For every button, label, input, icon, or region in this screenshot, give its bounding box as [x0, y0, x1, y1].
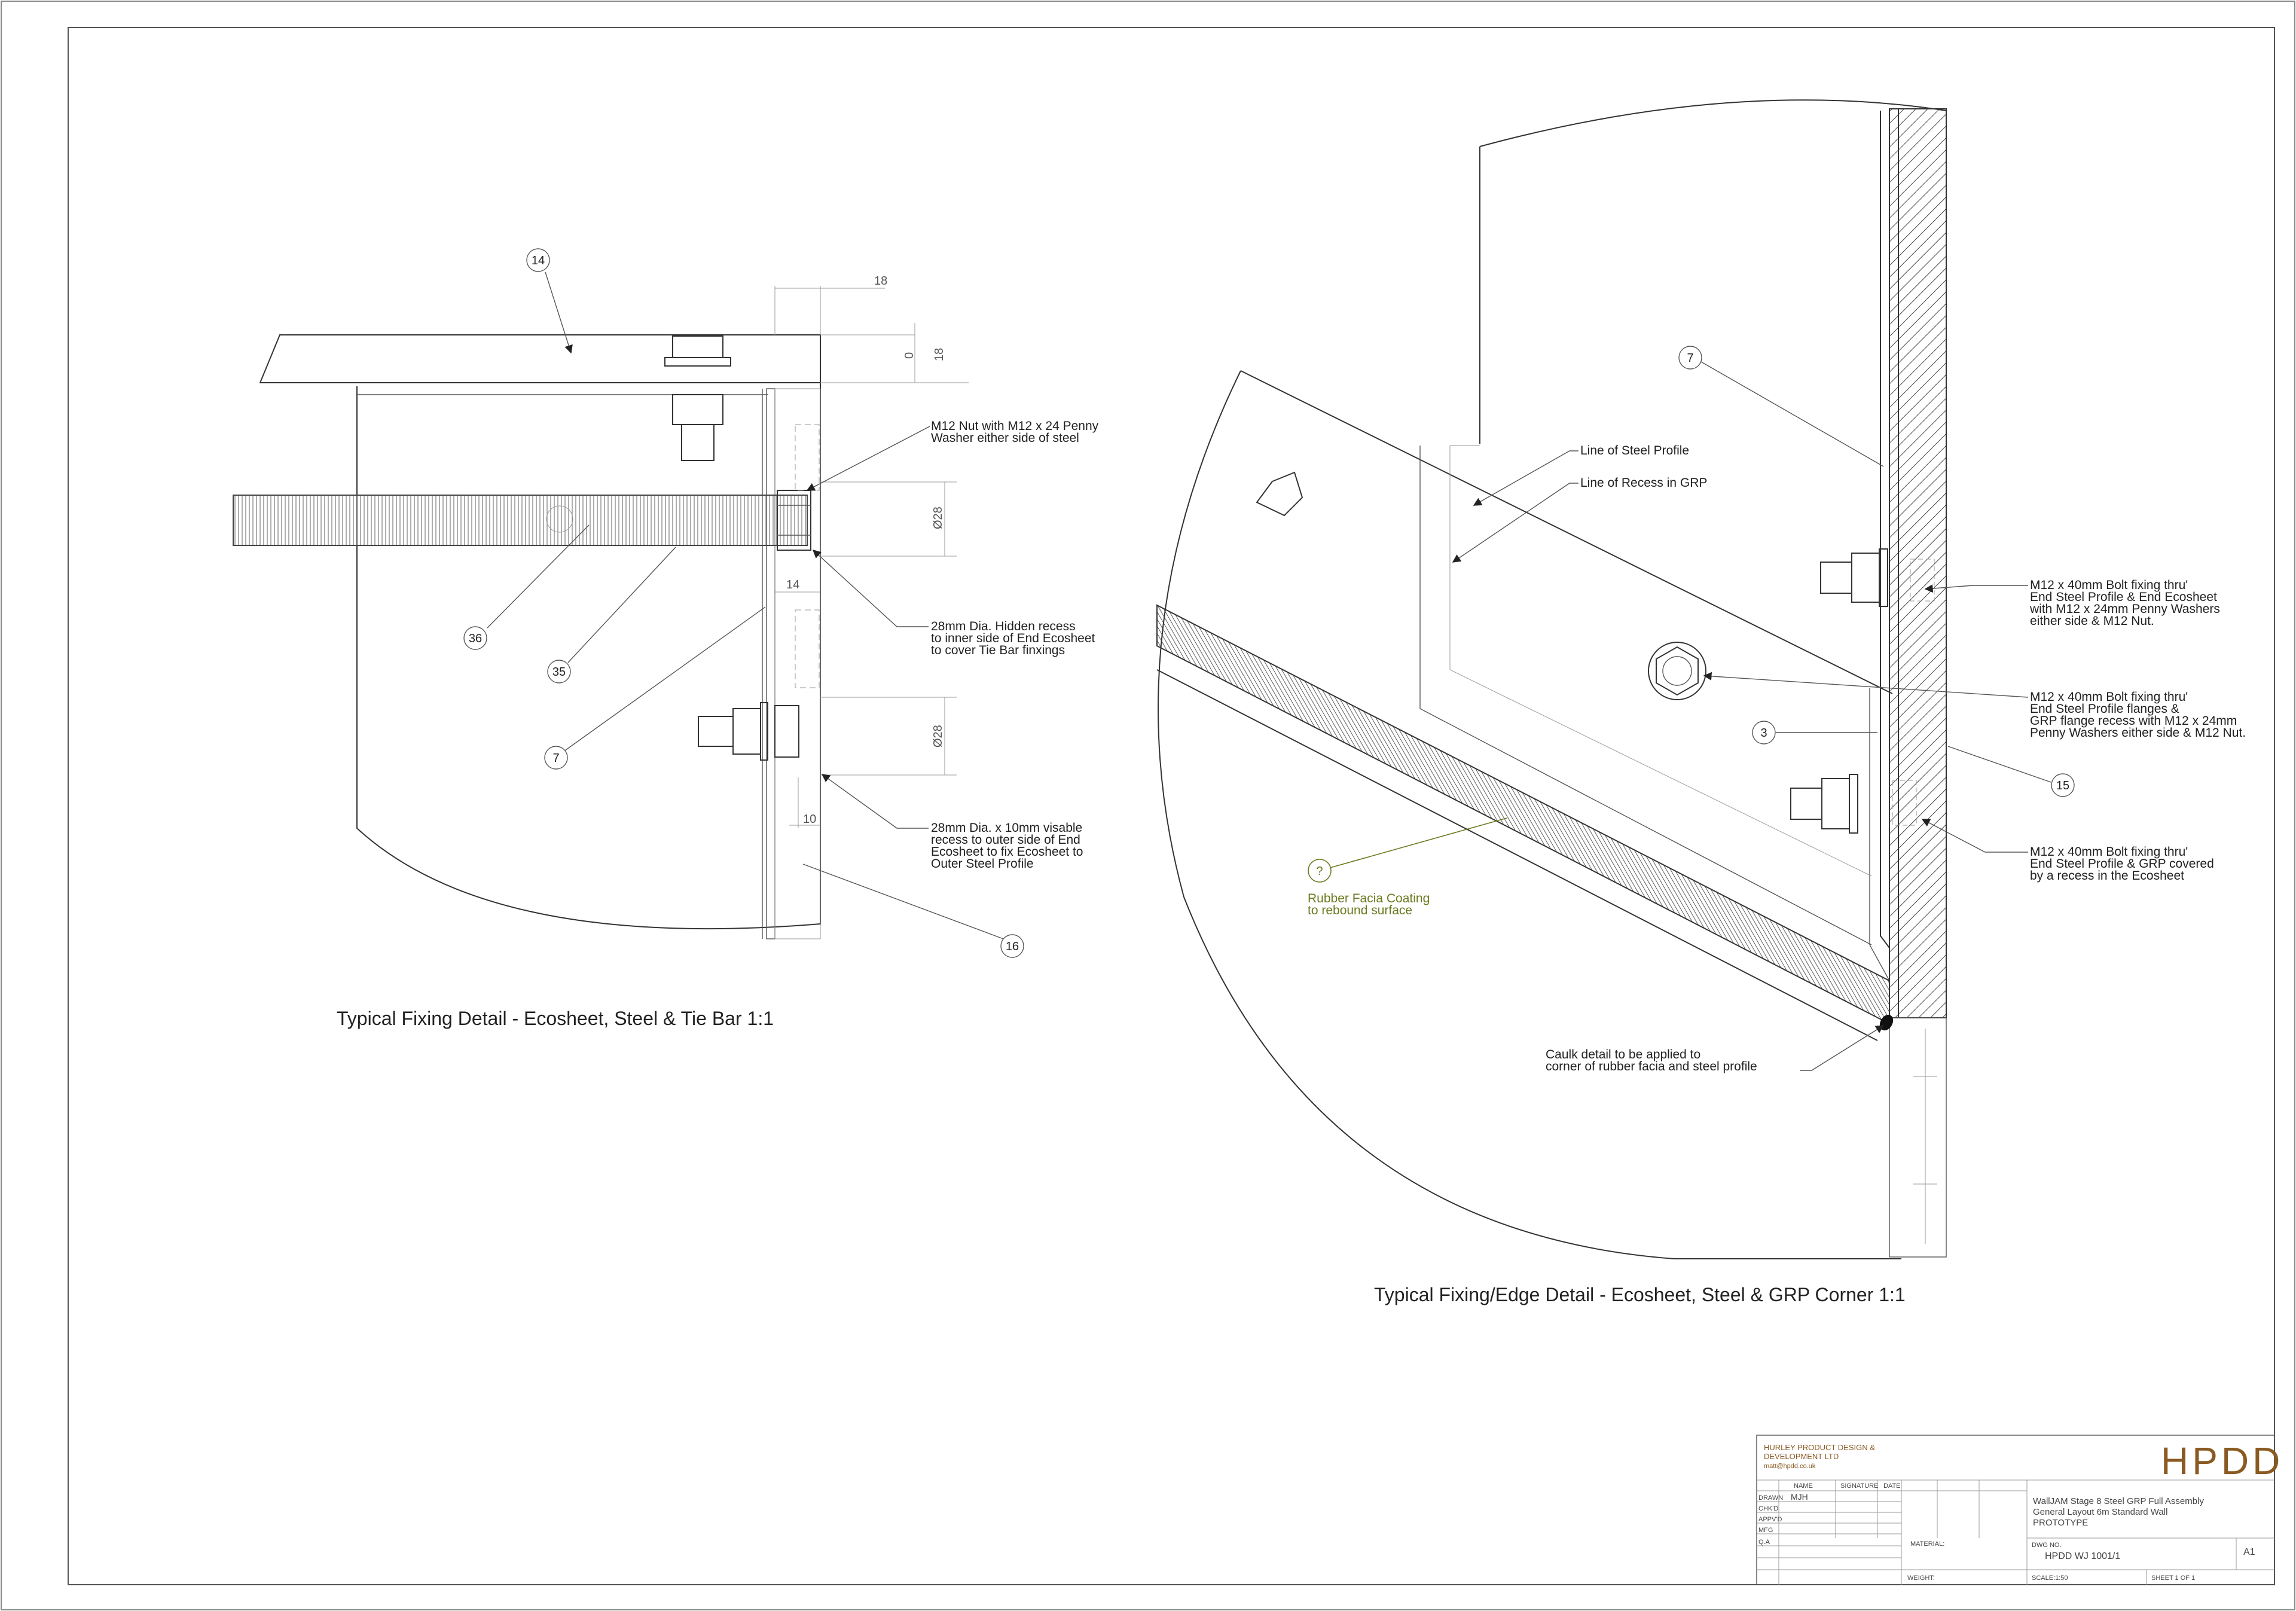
note-nut-line1: M12 Nut with M12 x 24 Penny — [931, 419, 1099, 433]
scale-label: SCALE:1:50 — [2032, 1575, 2068, 1582]
note-rubber-line2: to rebound surface — [1308, 904, 1412, 917]
note-hidden-recess-line3: to cover Tie Bar finxings — [931, 643, 1065, 657]
note-caulk-line2: corner of rubber facia and steel profile — [1546, 1060, 1757, 1073]
bolt-face — [1648, 642, 1706, 700]
note-visible-recess-line3: Ecosheet to fix Ecosheet to — [931, 845, 1083, 859]
company-line2: DEVELOPMENT LTD — [1764, 1452, 1839, 1461]
row-mfg: MFG — [1758, 1527, 1773, 1534]
tie-bar — [233, 495, 808, 546]
balloon-unknown: ? — [1316, 865, 1323, 878]
company-email: matt@hpdd.co.uk — [1764, 1463, 1816, 1470]
detail-right-leaders — [1319, 361, 2051, 1071]
note-bolt1-line2: End Steel Profile & End Ecosheet — [2030, 590, 2217, 604]
balloon-16: 16 — [1006, 940, 1019, 953]
dim-dia28-lower: Ø28 — [932, 725, 945, 747]
note-recess-line: Line of Recess in GRP — [1580, 476, 1707, 490]
note-hidden-recess-line1: 28mm Dia. Hidden recess — [931, 620, 1076, 633]
note-visible-recess-line1: 28mm Dia. x 10mm visable — [931, 821, 1082, 835]
weight-label: WEIGHT: — [1907, 1575, 1935, 1582]
note-caulk-line1: Caulk detail to be applied to — [1546, 1048, 1700, 1061]
row-appvd: APPV'D — [1758, 1516, 1782, 1523]
note-nut-line2: Washer either side of steel — [931, 431, 1079, 445]
note-steel-profile-line: Line of Steel Profile — [1580, 444, 1689, 457]
bolt-lower — [1790, 774, 1917, 834]
detail-left-title: Typical Fixing Detail - Ecosheet, Steel … — [337, 1008, 774, 1029]
company-line1: HURLEY PRODUCT DESIGN & — [1764, 1443, 1875, 1452]
detail-left-leaders — [487, 271, 1004, 939]
note-rubber-line1: Rubber Facia Coating — [1308, 892, 1430, 905]
note-visible-recess-line2: recess to outer side of End — [931, 833, 1080, 847]
col-name: NAME — [1794, 1482, 1813, 1490]
title-block: HURLEY PRODUCT DESIGN & DEVELOPMENT LTD … — [1756, 1435, 2283, 1585]
balloon-7-right: 7 — [1687, 352, 1693, 365]
note-bolt3-line2: End Steel Profile & GRP covered — [2030, 857, 2214, 871]
description-line1: WallJAM Stage 8 Steel GRP Full Assembly — [2033, 1496, 2204, 1506]
note-bolt1-line1: M12 x 40mm Bolt fixing thru' — [2030, 578, 2188, 592]
note-visible-recess-line4: Outer Steel Profile — [931, 857, 1034, 871]
note-bolt2-line3: GRP flange recess with M12 x 24mm — [2030, 714, 2237, 728]
dwg-label: DWG NO. — [2032, 1542, 2062, 1549]
inner-border — [68, 27, 2275, 1585]
dim-dia28-upper: Ø28 — [932, 507, 945, 529]
sheet-label: SHEET 1 OF 1 — [2151, 1575, 2195, 1582]
bolt-upper — [1820, 548, 1935, 607]
note-bolt2-line1: M12 x 40mm Bolt fixing thru' — [2030, 690, 2188, 704]
detail-left-dimensions: 18 0 18 Ø28 14 Ø28 10 — [786, 274, 946, 826]
dim-10: 10 — [803, 813, 816, 826]
row-qa: Q.A — [1758, 1539, 1770, 1546]
detail-left-balloons: 14 36 35 7 16 — [463, 248, 1024, 958]
dim-14: 14 — [786, 578, 799, 591]
detail-right-title: Typical Fixing/Edge Detail - Ecosheet, S… — [1374, 1284, 1906, 1305]
col-date: DATE — [1883, 1482, 1901, 1490]
balloon-36: 36 — [469, 632, 482, 645]
balloon-35: 35 — [552, 666, 566, 679]
balloon-14: 14 — [532, 254, 545, 267]
note-bolt3-line1: M12 x 40mm Bolt fixing thru' — [2030, 845, 2188, 859]
hpdd-logo: HPDD — [2161, 1439, 2283, 1482]
detail-right-notes: Line of Steel Profile Line of Recess in … — [1308, 444, 2246, 1073]
detail-right-balloons: 7 3 15 ? — [1308, 346, 2075, 883]
row-drawn: DRAWN — [1758, 1494, 1783, 1502]
detail-left-notes: M12 Nut with M12 x 24 Penny Washer eithe… — [931, 419, 1099, 871]
sheet-size: A1 — [2243, 1547, 2255, 1557]
dim-0: 0 — [903, 352, 916, 359]
row-chkd: CHK'D — [1758, 1505, 1778, 1512]
dim-18-side: 18 — [933, 348, 946, 361]
dim-18-top: 18 — [874, 274, 887, 288]
detail-left-drawing — [233, 286, 969, 939]
note-hidden-recess-line2: to inner side of End Ecosheet — [931, 631, 1095, 645]
balloon-7-left: 7 — [552, 752, 559, 765]
balloon-15: 15 — [2056, 779, 2069, 792]
material-label: MATERIAL: — [1910, 1540, 1944, 1548]
dwg-number: HPDD WJ 1001/1 — [2045, 1551, 2120, 1561]
balloon-3: 3 — [1760, 727, 1767, 740]
note-bolt2-line2: End Steel Profile flanges & — [2030, 702, 2179, 716]
note-bolt1-line4: either side & M12 Nut. — [2030, 614, 2154, 628]
description-line2: General Layout 6m Standard Wall — [2033, 1507, 2167, 1517]
col-signature: SIGNATURE — [1840, 1482, 1878, 1490]
description-line3: PROTOTYPE — [2033, 1518, 2088, 1528]
note-bolt1-line3: with M12 x 24mm Penny Washers — [2029, 602, 2220, 616]
drawn-by: MJH — [1791, 1492, 1808, 1502]
note-bolt2-line4: Penny Washers either side & M12 Nut. — [2030, 726, 2246, 740]
rubber-facia — [1156, 604, 1890, 1025]
note-bolt3-line3: by a recess in the Ecosheet — [2030, 869, 2184, 883]
detail-right-drawing — [1156, 99, 1947, 1259]
